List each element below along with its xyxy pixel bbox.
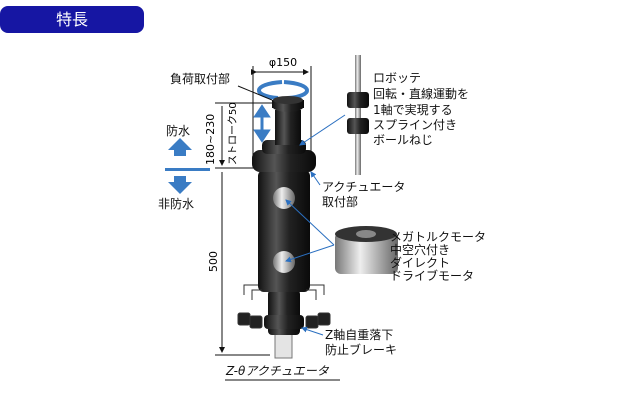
load-mount-label: 負荷取付部 [170, 72, 231, 86]
actuator-mount-label-1: アクチュエータ [322, 180, 406, 194]
brake-label-1: Z軸自重落下 [325, 328, 394, 342]
spline-label-1: ロボッテ [373, 71, 422, 85]
stroke-arrow-icon [253, 104, 271, 143]
spline-label-3: 1軸で実現する [373, 103, 453, 117]
motor-label-2: 中空穴付き [390, 243, 451, 257]
ball-screw-illustration [347, 55, 369, 175]
leader-lines [237, 85, 346, 336]
motor-label-3: ダイレクト [390, 256, 451, 270]
diameter-label: φ150 [269, 56, 297, 69]
dimension-lines [215, 66, 340, 381]
actuator-illustration [237, 96, 331, 359]
motor-illustration [335, 226, 398, 274]
spline-label-2: 回転・直線運動を [373, 87, 470, 101]
height-range-label: 180~230 [204, 114, 217, 165]
waterproof-arrows [165, 138, 210, 194]
motor-label-4: ドライブモータ [390, 269, 475, 283]
features-header: 特長 [0, 6, 144, 33]
down-arrow-icon [168, 176, 192, 194]
rotation-arrow-icon [257, 80, 309, 100]
waterproof-line [165, 168, 210, 171]
motor-label-1: メガトルクモータ [390, 230, 487, 244]
stroke-label: ストローク50 [227, 102, 239, 165]
up-arrow-icon [168, 138, 192, 156]
diagram-caption: Z-θアクチュエータ [226, 364, 329, 378]
spline-label-4: スプライン付き [373, 118, 458, 132]
non-waterproof-label: 非防水 [158, 197, 195, 211]
waterproof-label: 防水 [166, 124, 191, 138]
brake-label-2: 防止ブレーキ [325, 343, 398, 357]
spline-label-5: ボールねじ [373, 133, 434, 147]
length-label: 500 [207, 251, 220, 272]
actuator-mount-label-2: 取付部 [322, 195, 359, 209]
